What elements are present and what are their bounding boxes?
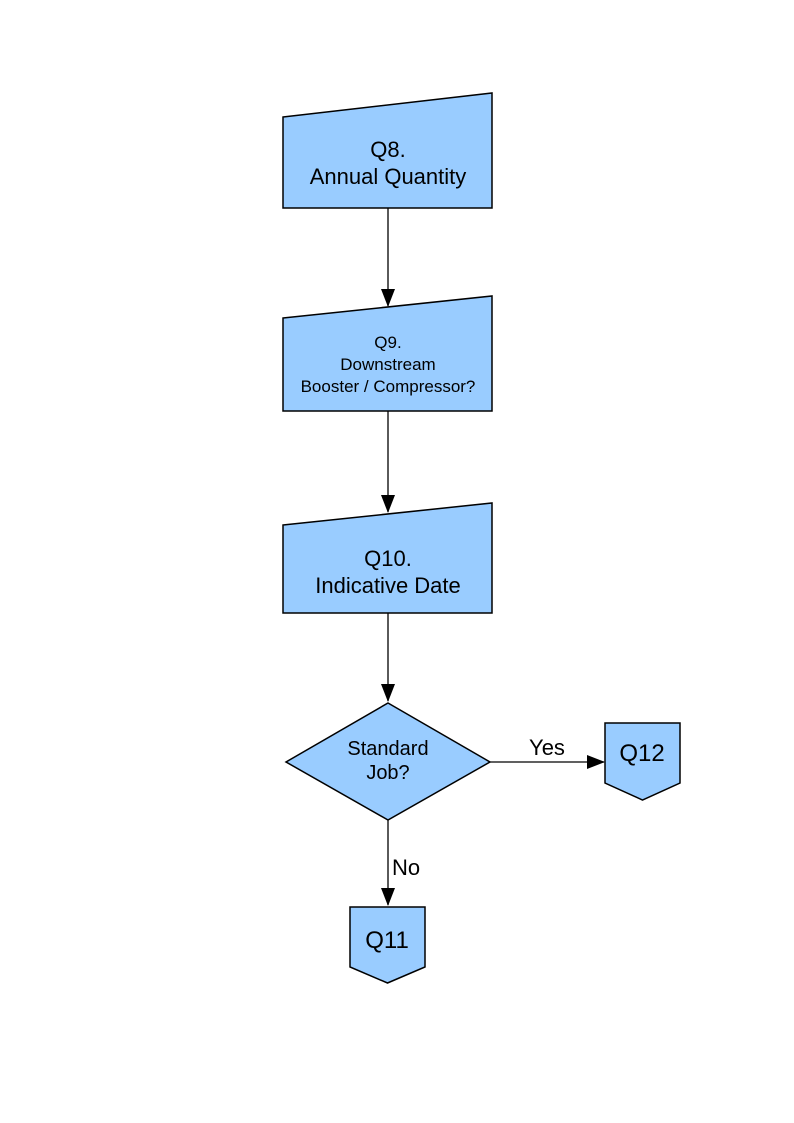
node-q8-label-line1: Q8. <box>370 137 405 162</box>
node-q10-label-line1: Q10. <box>364 546 412 571</box>
node-q8-annual-quantity <box>282 92 493 209</box>
node-q11-connector <box>349 906 426 984</box>
edge-label-no: No <box>392 855 420 880</box>
node-q9-downstream-booster <box>282 295 493 412</box>
node-q12-connector <box>604 722 681 801</box>
edge-label-yes: Yes <box>529 735 565 760</box>
node-q10-indicative-date <box>282 502 493 614</box>
node-q11-label: Q11 <box>365 927 409 954</box>
node-q12-label: Q12 <box>619 740 664 767</box>
node-q10-label: Q10. Indicative Date <box>315 546 461 598</box>
node-decision-label-line2: Job? <box>366 762 409 784</box>
node-q8-label-line2: Annual Quantity <box>310 164 467 189</box>
node-q8-label: Q8. Annual Quantity <box>310 137 467 189</box>
node-q9-label: Q9. Downstream Booster / Compressor? <box>301 333 476 396</box>
node-decision-label: Standard Job? <box>347 738 428 784</box>
node-decision-label-line1: Standard <box>347 738 428 760</box>
node-q10-label-line2: Indicative Date <box>315 573 461 598</box>
node-q9-label-line3: Booster / Compressor? <box>301 377 476 396</box>
node-q9-label-line2: Downstream <box>340 355 435 374</box>
node-q9-label-line1: Q9. <box>374 333 401 352</box>
